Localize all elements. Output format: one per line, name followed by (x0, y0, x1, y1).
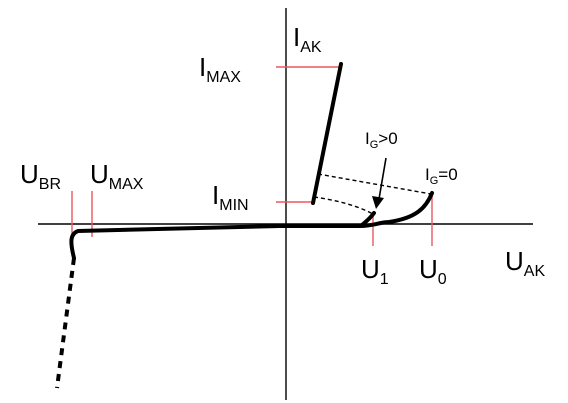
ig-pointer-arrow-shaft (378, 157, 387, 200)
label-ig-positive: IG>0 (365, 129, 398, 151)
ig-pointer-arrowhead (372, 196, 384, 209)
dashed-connector-ig-zero (317, 173, 432, 195)
reverse-and-forward-blocking-curve (69, 191, 434, 260)
trigger-hump (360, 211, 376, 227)
label-u-max: UMAX (90, 159, 144, 193)
label-u-1: U1 (361, 254, 389, 288)
label-u-ak: UAK (505, 246, 545, 280)
label-i-min: IMIN (212, 180, 249, 214)
dashed-connectors (313, 173, 432, 215)
characteristic-curve (69, 62, 434, 260)
label-i-ak: IAK (293, 22, 322, 56)
marker-lines (71, 66, 433, 246)
label-u-0: U0 (419, 254, 447, 288)
label-u-br: UBR (20, 159, 61, 193)
label-ig-zero: IG=0 (425, 165, 458, 187)
label-i-max: IMAX (199, 52, 241, 86)
reverse-breakdown-dotted (55, 257, 76, 389)
on-state-line (311, 62, 343, 205)
dashed-connector-ig-positive (313, 196, 374, 215)
